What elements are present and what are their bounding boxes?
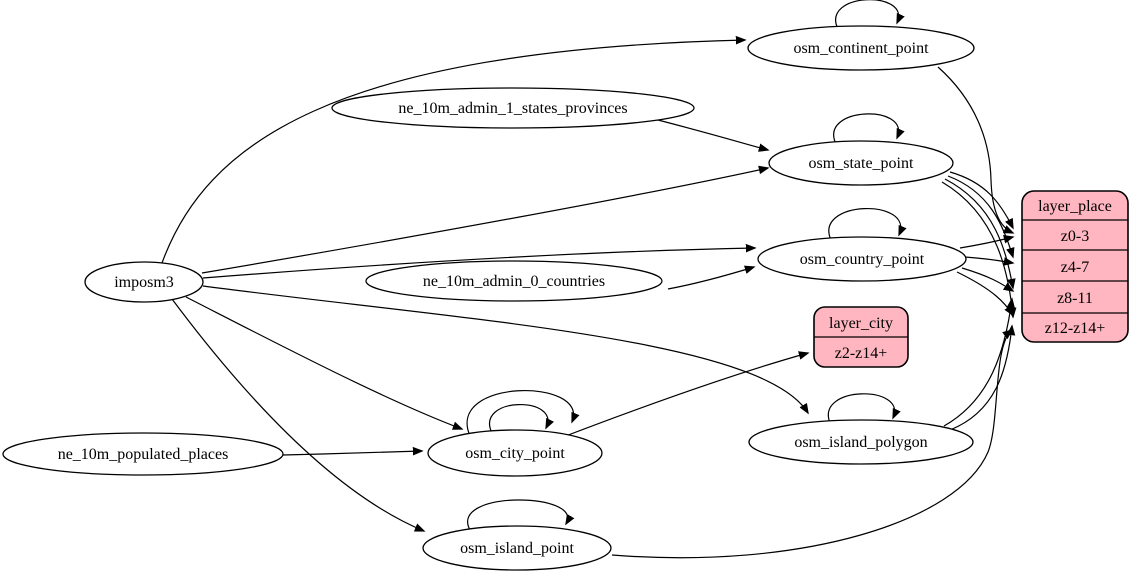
node-osm-island-polygon-label: osm_island_polygon [794,434,927,451]
node-osm-island-polygon-shape [748,419,974,465]
node-imposm3-shape [84,261,204,303]
edge-imposm3-osm-continent-point [161,35,747,264]
node-imposm3-label: imposm3 [114,274,174,291]
edge-osm-state-point-layer-place-z4-7 [947,175,1015,259]
record-layer-place-row-z4-7: z4-7 [1061,259,1089,276]
node-osm-city-point-label: osm_city_point [465,445,565,462]
record-layer-city: layer_city z2-z14+ [813,306,909,368]
edge-imposm3-osm-state-point [201,165,770,274]
edge-osm-island-point-layer-place-z12 [611,328,1014,559]
node-ne-10m-populated-places-label: ne_10m_populated_places [58,446,229,463]
node-ne-10m-populated-places-shape [2,432,284,476]
node-osm-country-point-shape [757,236,967,282]
record-layer-place-title: layer_place [1038,198,1112,215]
node-osm-island-point-shape [422,525,612,571]
edge-osm-island-polygon-layer-place-z8-11 [943,297,1016,427]
record-layer-city-title: layer_city [829,315,893,332]
node-imposm3: imposm3 [84,261,204,303]
node-ne-10m-admin-0-countries-label: ne_10m_admin_0_countries [423,273,605,290]
edge-osm-country-point-layer-place-z0-3 [959,235,1015,249]
node-osm-state-point-label: osm_state_point [809,155,914,172]
node-ne-10m-admin-0-countries: ne_10m_admin_0_countries [365,260,663,302]
edge-osm-country-point-layer-place-z12 [956,271,1014,317]
record-layer-place: layer_place z0-3 z4-7 z8-11 z12-z14+ [1021,190,1129,343]
self-loop-inner-osm-city-point [489,404,554,434]
edge-imposm3-osm-city-point [185,296,464,430]
node-osm-country-point: osm_country_point [757,236,967,282]
node-ne-10m-admin-0-countries-shape [365,260,663,302]
edge-osm-state-point-layer-place-z8-11 [944,178,1016,290]
edge-ne-10m-populated-places-osm-city-point [282,446,424,456]
edge-ne-10m-admin-0-countries-osm-country-point [667,265,756,290]
node-osm-island-polygon: osm_island_polygon [748,419,974,465]
edge-imposm3-osm-island-point [171,298,426,532]
record-layer-city-row-z2: z2-z14+ [835,345,888,362]
node-osm-continent-point: osm_continent_point [747,25,975,71]
edge-layer [161,0,1017,559]
edge-osm-city-point-layer-city-z2 [562,351,810,438]
self-loop-osm-state-point [833,113,905,145]
edge-osm-country-point-layer-place-z8-11 [961,267,1015,292]
self-loop-osm-island-polygon [827,393,901,424]
node-ne-10m-admin-1-states-provinces-label: ne_10m_admin_1_states_provinces [398,100,627,117]
node-ne-10m-admin-1-states-provinces: ne_10m_admin_1_states_provinces [331,87,695,129]
node-osm-state-point-shape [768,140,954,186]
self-loop-osm-island-point [467,499,575,531]
node-ne-10m-populated-places: ne_10m_populated_places [2,432,284,476]
node-osm-island-point: osm_island_point [422,525,612,571]
node-osm-country-point-label: osm_country_point [800,251,925,268]
self-loop-osm-country-point [828,208,907,241]
self-loop-outer-osm-city-point [466,390,580,437]
edge-osm-island-polygon-layer-place-z12 [949,324,1016,431]
self-loop-osm-continent-point [835,0,905,30]
edge-osm-continent-point-layer-place-z0-3 [937,66,1015,234]
edge-imposm3-osm-country-point [202,243,757,279]
node-osm-city-point: osm_city_point [427,429,603,477]
edge-osm-country-point-layer-place-z4-7 [964,256,1015,266]
node-osm-island-point-label: osm_island_point [460,540,574,557]
node-osm-continent-point-label: osm_continent_point [793,40,929,57]
node-ne-10m-admin-1-states-provinces-shape [331,87,695,129]
node-osm-city-point-shape [427,429,603,477]
edge-ne-10m-admin-1-states-provinces-osm-state-point [657,119,770,152]
node-osm-continent-point-shape [747,25,975,71]
edge-osm-state-point-layer-place-z0-3 [949,171,1014,230]
record-layer-place-row-z12: z12-z14+ [1045,320,1106,337]
record-layer-place-row-z0-3: z0-3 [1061,228,1089,245]
record-layer-place-row-z8-11: z8-11 [1057,290,1093,307]
edge-imposm3-osm-island-polygon [202,285,809,415]
node-osm-state-point: osm_state_point [768,140,954,186]
record-layer-place-shape [1021,190,1129,343]
